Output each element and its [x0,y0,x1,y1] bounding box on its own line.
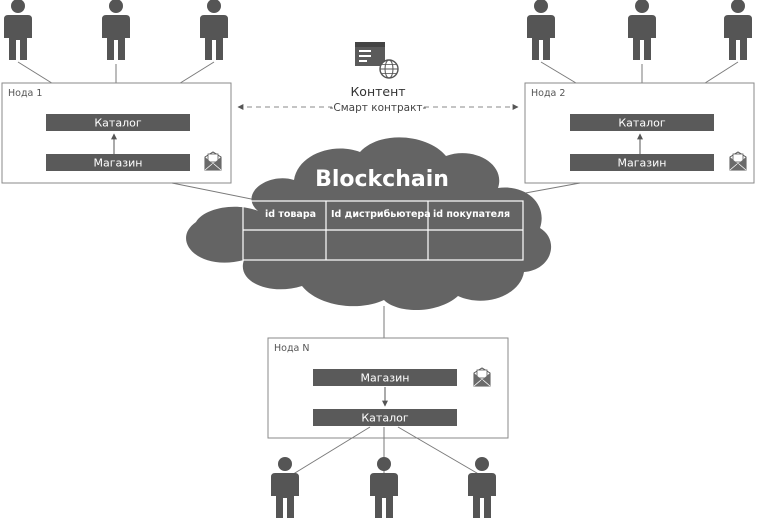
blockchain-title: Blockchain [315,167,449,192]
table-header: id товара [265,209,316,220]
blockchain-cloud: Blockchain id товара Id дистрибьютера id… [186,137,552,311]
node-n-label: Нода N [274,343,309,354]
person-icon [4,0,32,60]
person-icon [102,0,130,60]
node-2: Нода 2 Каталог Магазин [524,82,755,184]
smart-contract-label: -Смарт контракт- [330,102,427,114]
node-n: Нода N Магазин Каталог [267,337,509,439]
person-icon [628,0,656,60]
shop-bar [313,369,457,386]
person-icon [468,457,496,518]
person-icon [271,457,299,518]
catalog-label: Каталог [94,117,141,130]
link-node-2-cloud [519,182,581,195]
node-2-label: Нода 2 [531,88,565,99]
shop-label: Магазин [94,157,143,170]
link-node-1-cloud [171,182,257,201]
content-block: Контент -Смарт контракт- [237,42,519,114]
shop-label: Магазин [361,372,410,385]
blockchain-table: id товара Id дистрибьютера id покупателя [242,200,524,261]
node-1-label: Нода 1 [8,88,42,99]
person-icon [527,0,555,60]
shop-bar [570,154,714,171]
catalog-label: Каталог [361,412,408,425]
web-content-icon [355,42,399,79]
catalog-bar [313,409,457,426]
person-icon [370,457,398,518]
catalog-bar [46,114,190,131]
table-header: id покупателя [433,209,510,220]
catalog-bar [570,114,714,131]
person-icon [724,0,752,60]
table-header: Id дистрибьютера [331,209,431,220]
users-group-node-n [271,426,496,518]
person-icon [200,0,228,60]
shop-bar [46,154,190,171]
shop-label: Магазин [618,157,667,170]
catalog-label: Каталог [618,117,665,130]
content-title: Контент [350,84,405,99]
node-1: Нода 1 Каталог Магазин [1,82,232,184]
